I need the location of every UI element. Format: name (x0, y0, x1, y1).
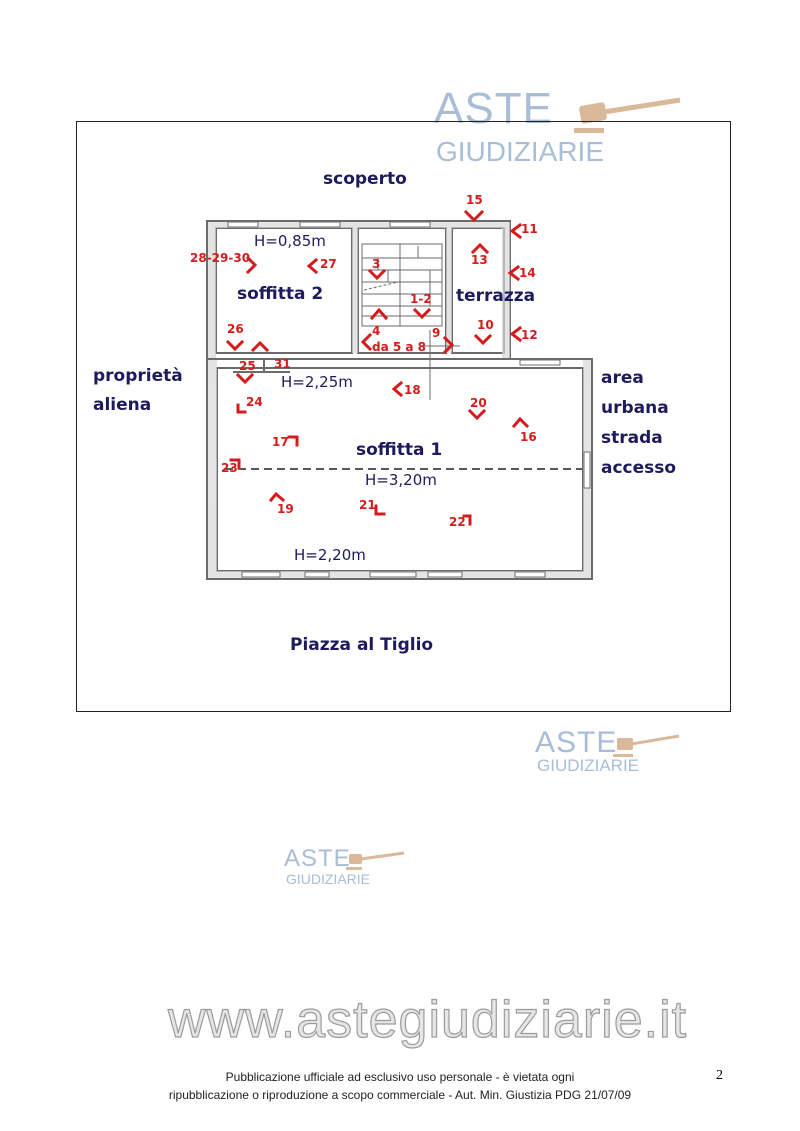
label-piazza-al-tiglio: Piazza al Tiglio (290, 635, 434, 655)
marker-label: 10 (477, 318, 494, 332)
footer-disclaimer: Pubblicazione ufficiale ad esclusivo uso… (150, 1068, 650, 1104)
marker-label: 12 (521, 328, 538, 342)
watermark-giudiziarie-text: GIUDIZIARIE (286, 871, 371, 887)
marker-label: 23 (221, 461, 238, 475)
label-proprieta: proprietà (93, 366, 183, 386)
watermark-aste-text: ASTE (434, 84, 553, 133)
marker-label: 24 (246, 395, 263, 409)
label-aliena: aliena (93, 395, 152, 415)
marker-label: 13 (471, 253, 488, 267)
label-accesso: accesso (601, 458, 677, 478)
marker-label: 14 (519, 266, 536, 280)
marker-label: 1-2 (410, 292, 432, 306)
footer-line-2: ripubblicazione o riproduzione a scopo c… (168, 1088, 632, 1102)
page-number: 2 (716, 1068, 723, 1083)
gavel-icon (574, 97, 681, 133)
watermark-site-url: www.astegiudiziarie.it (167, 990, 688, 1049)
label-strada: strada (601, 428, 663, 448)
height-label-225: H=2,25m (281, 373, 353, 391)
marker-label: 28-29-30 (190, 251, 251, 265)
photo-view-markers (225, 209, 530, 526)
watermark-aste-text: ASTE (284, 845, 351, 872)
marker-label: 3 (372, 257, 381, 271)
label-area: area (601, 368, 644, 388)
marker-label: 18 (404, 383, 421, 397)
marker-label: 4 (372, 324, 381, 338)
marker-label: 11 (521, 222, 538, 236)
marker-label: 26 (227, 322, 244, 336)
marker-label: 9 (432, 326, 441, 340)
marker-label: 17 (272, 435, 289, 449)
drawing-frame (76, 121, 731, 712)
watermark-giudiziarie-text: GIUDIZIARIE (537, 756, 640, 775)
marker-label: 27 (320, 257, 337, 271)
label-scoperto: scoperto (323, 169, 407, 189)
soffitta1-outer-wall (206, 358, 593, 580)
label-urbana: urbana (601, 398, 669, 418)
marker-label: 21 (359, 498, 376, 512)
marker-label: 31 (274, 357, 291, 371)
watermark-aste-text: ASTE (535, 726, 618, 759)
marker-label: 25 (239, 359, 256, 373)
marker-label: 20 (470, 396, 487, 410)
height-label-085: H=0,85m (254, 232, 326, 250)
gavel-icon (613, 734, 680, 757)
room-label-soffitta-1: soffitta 1 (356, 440, 443, 460)
marker-label: 15 (466, 193, 483, 207)
room-label-terrazza: terrazza (456, 286, 536, 306)
marker-label: 19 (277, 502, 294, 516)
marker-label: 16 (520, 430, 537, 444)
height-label-220: H=2,20m (294, 546, 366, 564)
footer-line-1: Pubblicazione ufficiale ad esclusivo uso… (225, 1070, 575, 1084)
gavel-icon (346, 851, 405, 870)
room-label-soffitta-2: soffitta 2 (237, 284, 324, 304)
marker-label: 22 (449, 515, 466, 529)
marker-label: da 5 a 8 (372, 340, 427, 354)
height-label-320: H=3,20m (365, 471, 437, 489)
watermark-giudiziarie-text: GIUDIZIARIE (436, 136, 605, 167)
